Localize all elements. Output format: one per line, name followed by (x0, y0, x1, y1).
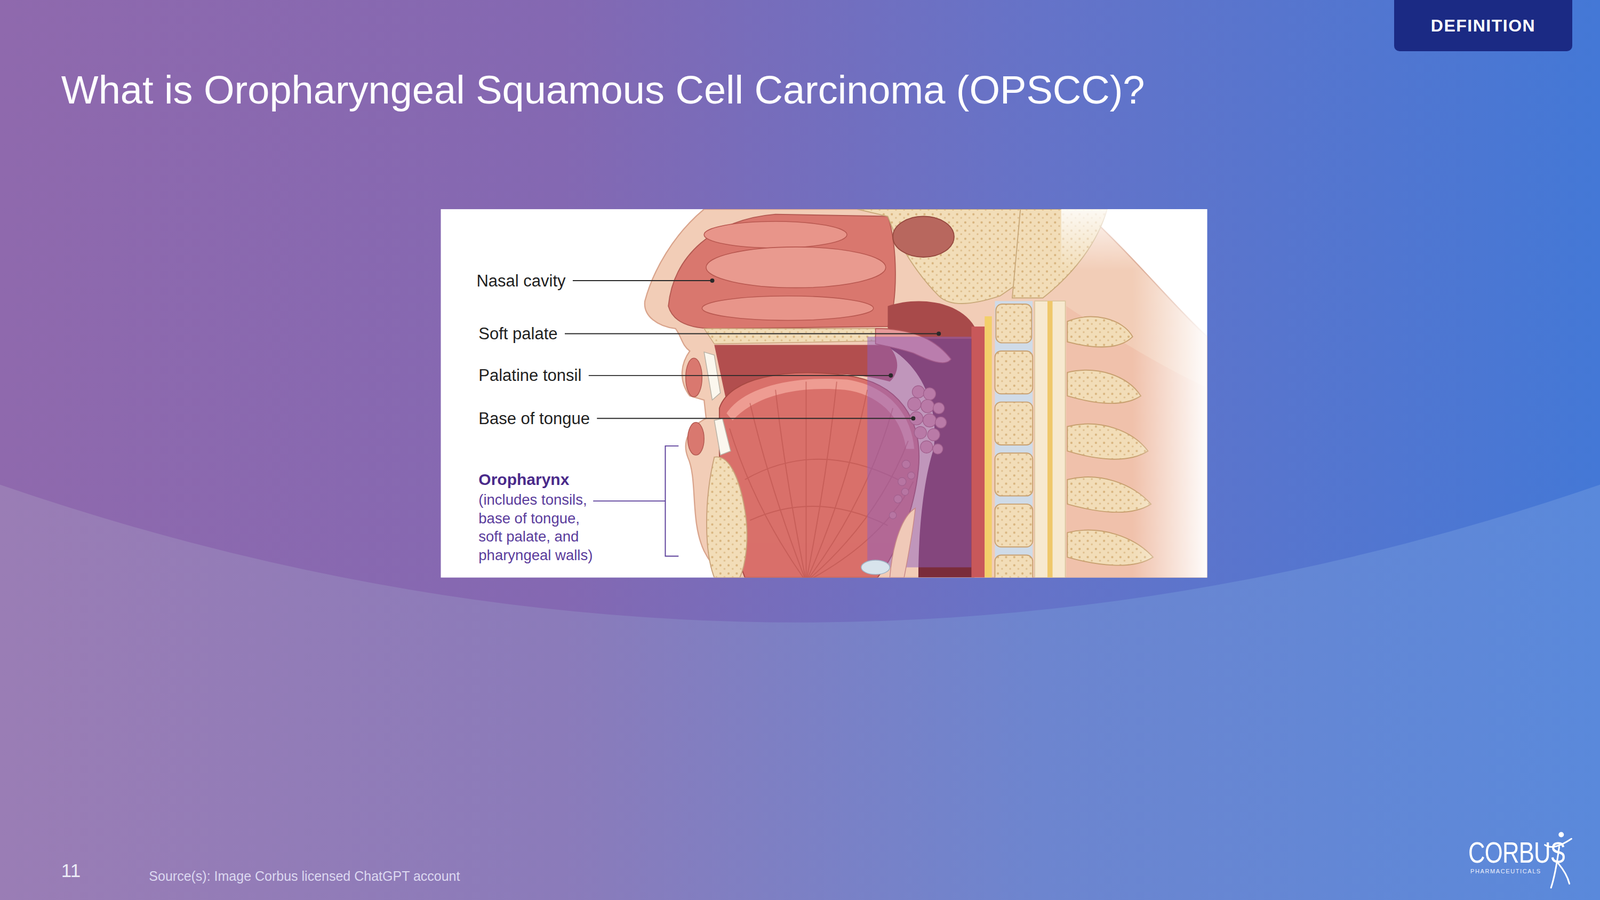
tongue-fibers (749, 506, 888, 526)
tongue-fibers (805, 381, 807, 578)
logo-subtitle: PHARMACEUTICALS (1470, 867, 1542, 875)
vertebral-bodies (994, 555, 1033, 578)
vertebral-bodies (995, 304, 1032, 343)
spinal-cord (1047, 300, 1053, 578)
prevertebral-fat (984, 316, 992, 578)
vertebral-bodies (994, 504, 1033, 547)
slide-title: What is Oropharyngeal Squamous Cell Carc… (61, 66, 1146, 114)
part-label: Nasal cavity (476, 270, 566, 291)
epiglottis (889, 508, 916, 578)
top-fade (1061, 209, 1208, 271)
upper-lip (685, 357, 703, 397)
nasal-cavity (668, 214, 896, 329)
leader-dot (710, 278, 714, 283)
spinous-processes (1067, 316, 1133, 348)
section-tab: DEFINITION (1394, 0, 1573, 52)
leader-line (572, 280, 713, 282)
leader-dot (889, 373, 893, 378)
tab-label: DEFINITION (1430, 16, 1536, 36)
leader-dot (937, 331, 941, 335)
hyoid-bone (861, 560, 891, 575)
vertebral-bodies (994, 402, 1033, 445)
bracket (665, 445, 679, 557)
oropharynx-bracket (593, 445, 679, 557)
leader-dot (911, 416, 915, 420)
intervertebral-discs (994, 300, 1033, 578)
hard-palate (704, 328, 888, 344)
tongue-fibers (805, 381, 837, 578)
source-note: Source(s): Image Corbus licensed ChatGPT… (148, 867, 460, 884)
lower-incisor (714, 418, 731, 455)
nasal-turbinate (706, 246, 886, 288)
leader-line (593, 500, 666, 502)
leader-line (596, 417, 914, 419)
pharyngeal-wall (971, 326, 985, 578)
vertebral-bodies (994, 304, 1033, 578)
region-label: Oropharynx (478, 469, 570, 490)
region-note: (includes tonsils, base of tongue, soft … (478, 490, 603, 565)
part-label: Soft palate (478, 323, 558, 344)
nasal-turbinate (704, 221, 847, 248)
spinous-processes (1067, 370, 1141, 404)
page-number: 11 (61, 859, 81, 882)
part-label: Palatine tonsil (478, 365, 582, 386)
illustration-panel (441, 209, 1208, 578)
tongue-fibers (749, 403, 806, 578)
vertebral-bodies (994, 350, 1033, 394)
leader-line (564, 332, 939, 334)
sphenoid-sinus (892, 216, 955, 258)
logo-wordmark: CORBUS (1468, 834, 1566, 870)
vertebral-bodies (994, 452, 1033, 496)
lower-lip (688, 422, 705, 455)
mandible (706, 456, 748, 578)
spinal-canal (1034, 300, 1066, 578)
part-label: Base of tongue (478, 408, 590, 429)
leader-line (588, 374, 892, 376)
leader-lines (564, 278, 941, 420)
head-skin (644, 209, 1208, 578)
oropharynx-highlight (867, 336, 972, 567)
nasal-turbinate (701, 296, 874, 321)
head-section-illustration (644, 209, 1208, 578)
